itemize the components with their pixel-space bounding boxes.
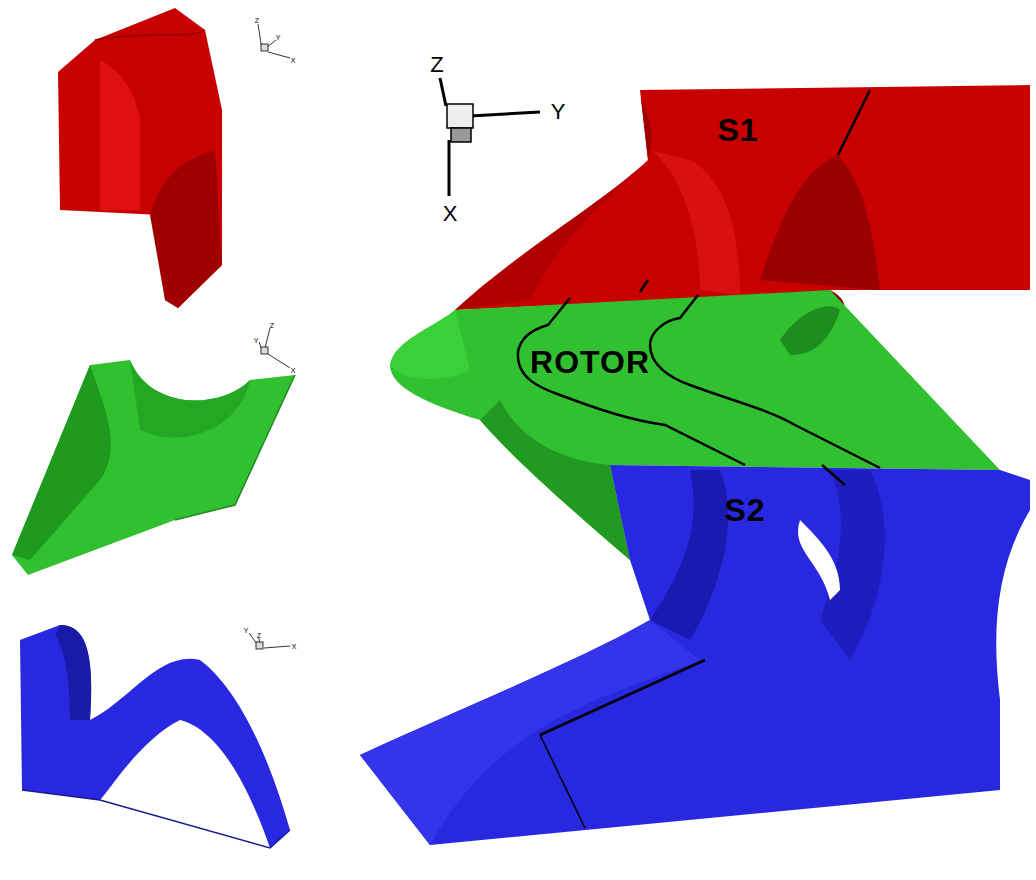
axis-label: Z — [430, 54, 443, 76]
axis-label: Y — [551, 101, 566, 123]
stage-region: S2 — [724, 494, 765, 526]
green-block-thumbnail — [12, 360, 295, 575]
axis-label: Z — [270, 322, 274, 329]
axis-label: X — [292, 643, 297, 650]
stage-region: S1 — [717, 114, 758, 146]
stage-label: S1 — [717, 114, 758, 146]
axis-label: Y — [276, 34, 281, 41]
stage-label: S2 — [724, 494, 765, 526]
axis-label: Y — [244, 627, 249, 634]
blue-block-thumbnail — [20, 625, 290, 848]
axis-label: X — [291, 367, 296, 374]
stage-region: ROTOR — [530, 346, 650, 378]
axis-label: Z — [255, 17, 259, 24]
axis-label: Y — [254, 337, 259, 344]
red-block-thumbnail — [58, 8, 222, 308]
stator-two-mesh — [360, 465, 1030, 845]
small-axis-triad — [249, 24, 290, 649]
axis-label: X — [443, 203, 458, 225]
axis-label: Z — [257, 632, 261, 639]
axis-label: X — [291, 57, 296, 64]
axis-triad — [440, 78, 540, 196]
stage-label: ROTOR — [530, 346, 650, 378]
